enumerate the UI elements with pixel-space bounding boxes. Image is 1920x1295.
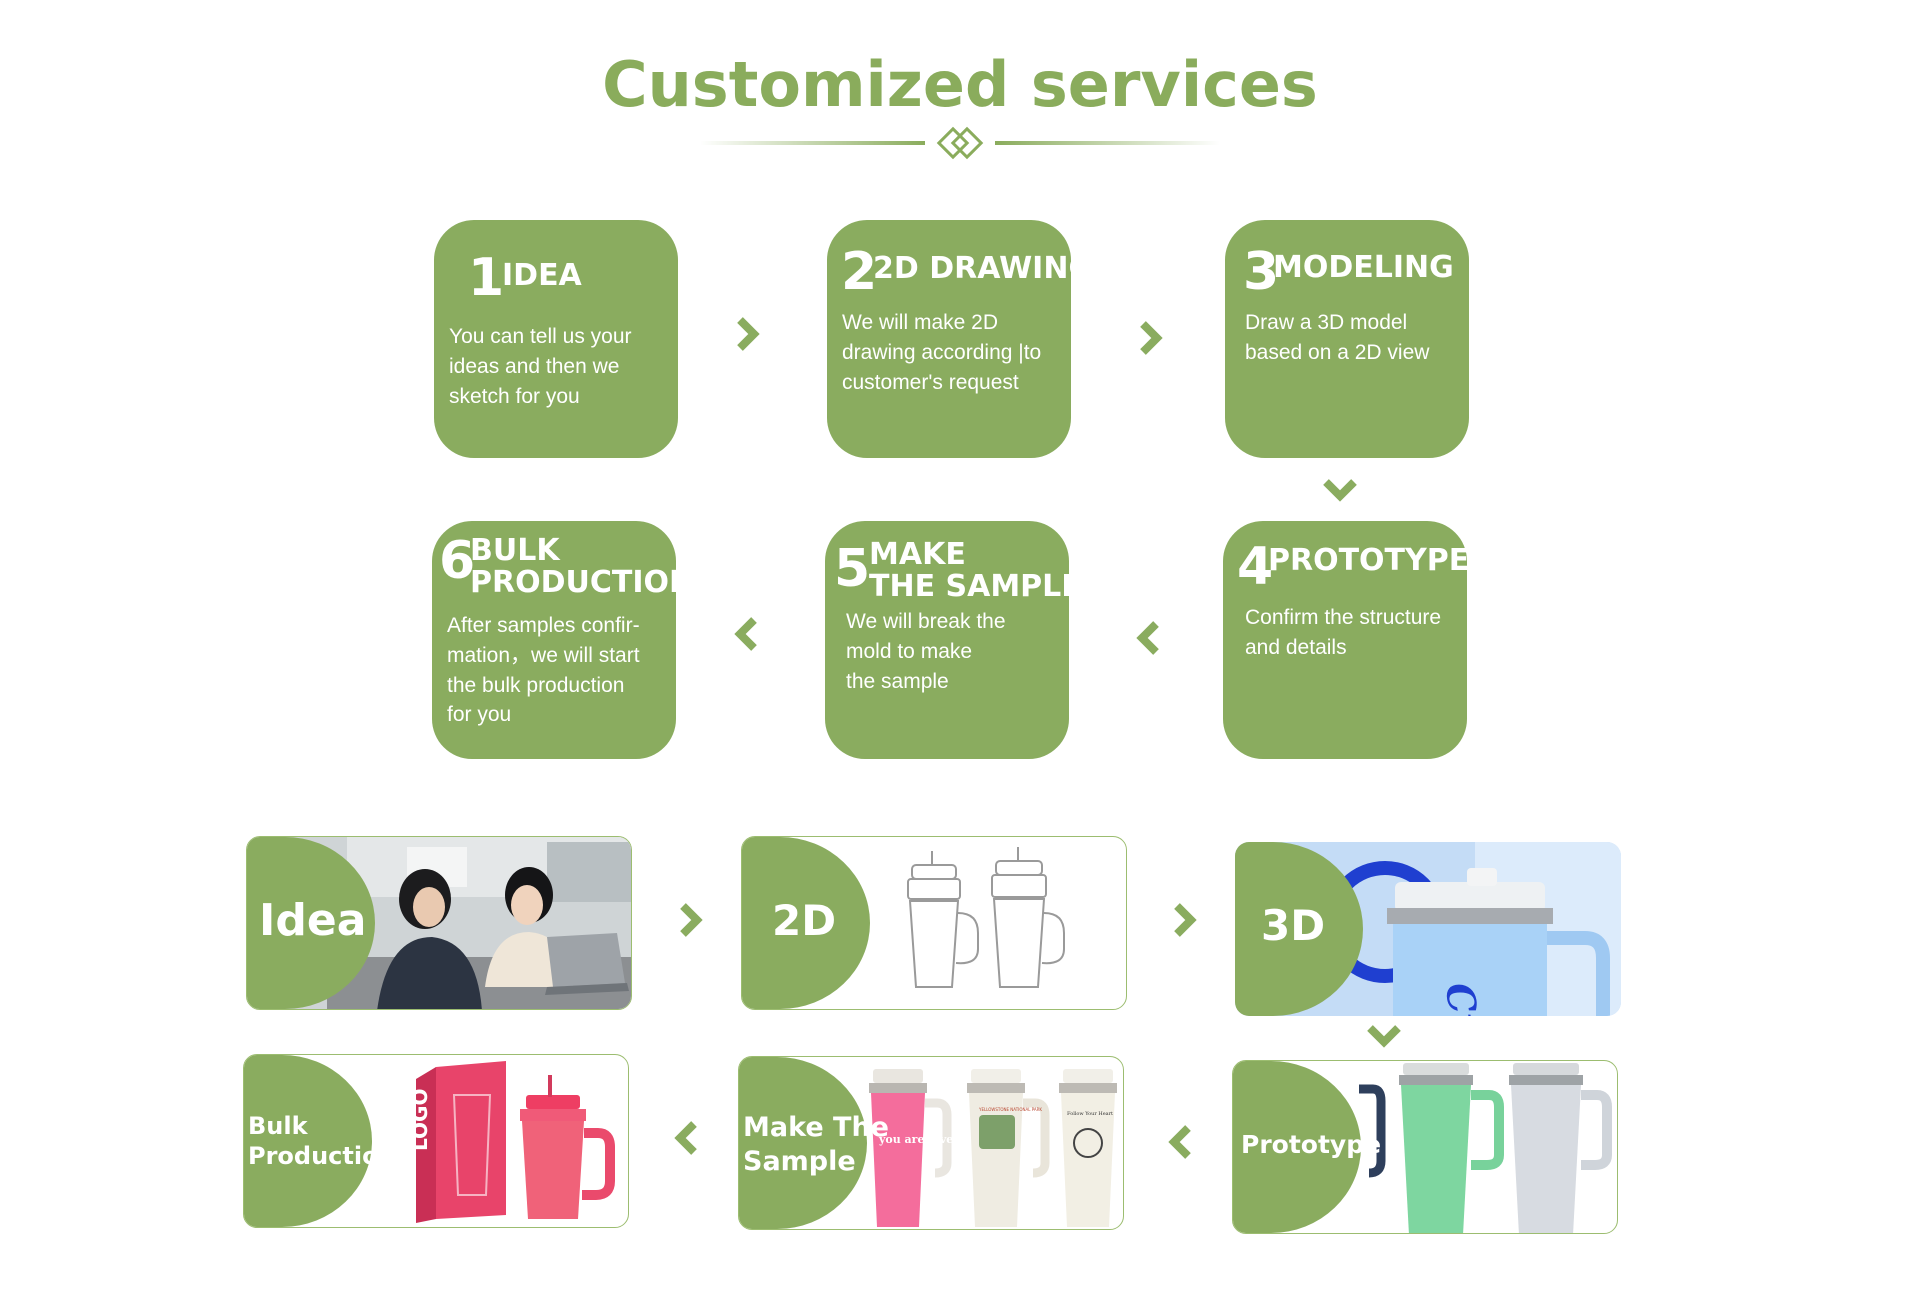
chevron-left-icon: [1136, 621, 1159, 655]
chevron-down-icon: [1367, 1025, 1401, 1048]
gallery-label: Idea: [259, 895, 367, 946]
step-title: BULK PRODUCTION: [470, 533, 695, 600]
tumbler-sketch: [907, 847, 1065, 988]
step-number: 2: [841, 242, 878, 302]
step-number: 5: [834, 539, 871, 599]
step-description: You can tell us your ideas and then we s…: [449, 325, 632, 408]
sample-mug-2-text: YELLOWSTONE NATIONAL PARK: [978, 1107, 1042, 1112]
chevron-left-icon: [1168, 1125, 1191, 1159]
step-number: 4: [1237, 537, 1274, 597]
logo-box-text: LOGO: [408, 1089, 432, 1151]
chevron-left-icon: [734, 617, 757, 651]
step-description: Draw a 3D model based on a 2D view: [1245, 311, 1430, 364]
gallery-card-prototype: Prototype: [1232, 1060, 1618, 1234]
step-number: 3: [1243, 242, 1280, 302]
gallery-card-3d: Cust 3D: [1235, 842, 1621, 1016]
step-card-modeling: 3 MODELING Draw a 3D model based on a 2D…: [1225, 220, 1469, 458]
step-card-prototype: 4 PROTOTYPE Confirm the structure and de…: [1223, 521, 1470, 759]
sample-mug-1-text: you are loved: [878, 1133, 961, 1146]
gallery-card-bulk-production: LOGO Bulk Production: [243, 1054, 629, 1228]
sample-mug-3-text: Follow Your Heart: [1067, 1111, 1113, 1117]
step-title: IDEA: [502, 258, 582, 293]
chevron-right-icon: [1140, 321, 1163, 355]
step-card-2d-drawing: 2 2D DRAWING We will make 2D drawing acc…: [827, 220, 1093, 458]
chevron-right-icon: [1174, 903, 1197, 937]
gallery-label: Make The Sample: [743, 1112, 889, 1177]
step-card-idea: 1 IDEA You can tell us your ideas and th…: [434, 220, 678, 458]
step-description: After samples confir- mation，we will sta…: [447, 614, 640, 727]
page-title: Customized services: [602, 48, 1318, 121]
step-title: PROTOTYPE: [1268, 543, 1470, 578]
step-description: Confirm the structure and details: [1245, 606, 1442, 659]
step-description: We will make 2D drawing according |to cu…: [842, 311, 1042, 394]
step-title: MODELING: [1273, 250, 1454, 285]
step-card-bulk-production: 6 BULK PRODUCTION After samples confir- …: [432, 521, 694, 759]
sample-tumblers-photo: you are loved YELLOWSTONE NATIONAL PARK …: [869, 1069, 1117, 1227]
gallery-label: 3D: [1261, 901, 1326, 950]
gallery-card-make-the-sample: you are loved YELLOWSTONE NATIONAL PARK …: [738, 1056, 1124, 1230]
chevron-down-icon: [1323, 479, 1357, 502]
step-title: MAKE THE SAMPLE: [869, 537, 1082, 604]
gallery-card-idea: Idea: [246, 836, 632, 1010]
gallery-label: 2D: [772, 896, 837, 945]
chevron-right-icon: [680, 903, 703, 937]
step-title: 2D DRAWING: [873, 251, 1094, 286]
bulk-packaging-photo: LOGO: [408, 1061, 615, 1223]
prototype-tumblers-photo: [1359, 1063, 1612, 1233]
gallery-label: Bulk Production: [248, 1112, 396, 1170]
step-card-make-the-sample: 5 MAKE THE SAMPLE We will break the mold…: [825, 521, 1082, 759]
step-description: We will break the mold to make the sampl…: [846, 610, 1006, 693]
gallery-card-2d: 2D: [741, 836, 1127, 1010]
chevron-left-icon: [674, 1121, 697, 1155]
step-number: 1: [468, 248, 505, 308]
step-number: 6: [439, 531, 476, 591]
chevron-right-icon: [737, 317, 760, 351]
gallery-label: Prototype: [1241, 1130, 1382, 1159]
title-divider: [700, 126, 1220, 160]
